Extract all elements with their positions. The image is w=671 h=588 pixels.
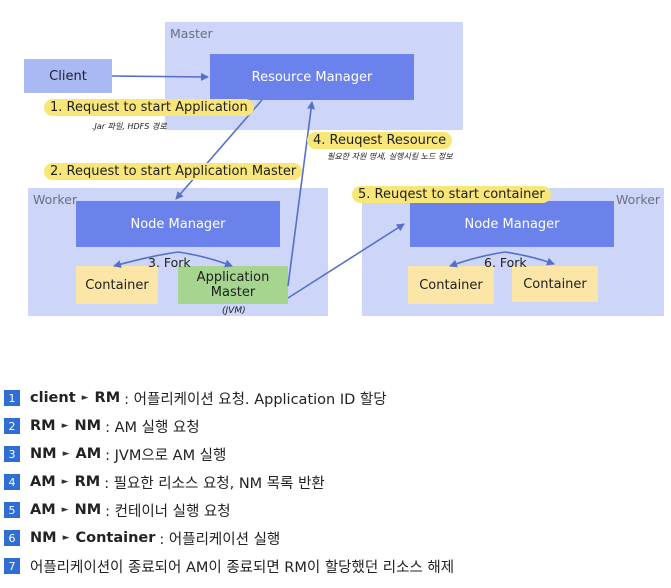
client-box: Client bbox=[24, 59, 112, 93]
legend-from: RM bbox=[30, 418, 56, 434]
legend-number: 7 bbox=[4, 558, 20, 574]
arrow-rm-to-nm bbox=[175, 99, 263, 200]
legend-to: RM bbox=[74, 474, 101, 490]
legend-to: NM bbox=[74, 418, 102, 434]
legend-desc: : 컨테이너 실행 요청 bbox=[105, 503, 231, 520]
arrow-right-icon: ► bbox=[61, 505, 69, 515]
legend-desc: : AM 실행 요청 bbox=[105, 419, 200, 436]
legend-to: NM bbox=[74, 502, 102, 518]
node-manager-left-box: Node Manager bbox=[76, 201, 280, 247]
legend-to: RM bbox=[94, 390, 121, 406]
arrow-am-to-nm-right bbox=[287, 223, 405, 299]
legend-number: 3 bbox=[4, 446, 20, 462]
arrow-client-to-rm bbox=[111, 72, 209, 81]
node-manager-right-box: Node Manager bbox=[410, 201, 614, 247]
legend-number: 1 bbox=[4, 390, 20, 406]
step-1-note: .Jar 파일, HDFS 경로 bbox=[92, 122, 167, 131]
arrow-right-icon: ► bbox=[61, 421, 69, 431]
step-6-label: 6. Fork bbox=[484, 255, 527, 270]
legend-to: Container bbox=[75, 530, 156, 546]
step-4-label: 4. Reuqest Resource bbox=[307, 132, 453, 149]
step-4-note: 필요한 자원 명세, 실행시킬 노드 정보 bbox=[327, 152, 453, 161]
legend-row: 2 RM ► NM : AM 실행 요청 bbox=[4, 412, 664, 440]
legend-desc: : 어플리케이션 요청. Application ID 할당 bbox=[124, 391, 387, 408]
am-label-line1: Application bbox=[196, 270, 270, 285]
arrow-right-icon: ► bbox=[62, 533, 70, 543]
application-master-box: Application Master bbox=[178, 266, 288, 304]
worker-left-label: Worker bbox=[33, 192, 78, 207]
arrow-fork-right-2 bbox=[504, 251, 555, 266]
worker-right-label: Worker bbox=[616, 192, 661, 207]
legend-desc: : JVM으로 AM 실행 bbox=[105, 447, 227, 464]
legend-row: 3 NM ► AM : JVM으로 AM 실행 bbox=[4, 440, 664, 468]
arrow-fork-right-1 bbox=[449, 251, 506, 268]
legend-from: NM bbox=[30, 446, 57, 462]
container-right-2-box: Container bbox=[512, 266, 598, 302]
step-5-label: 5. Reuqest to start container bbox=[352, 186, 551, 203]
legend-to: AM bbox=[75, 446, 102, 462]
legend-row: 5 AM ► NM : 컨테이너 실행 요청 bbox=[4, 496, 664, 524]
arrow-right-icon: ► bbox=[61, 477, 69, 487]
legend-row: 1 client ► RM : 어플리케이션 요청. Application I… bbox=[4, 384, 664, 412]
step-2-label: 2. Request to start Application Master bbox=[44, 163, 303, 180]
arrow-right-icon: ► bbox=[62, 449, 70, 459]
legend-number: 2 bbox=[4, 418, 20, 434]
legend-number: 5 bbox=[4, 502, 20, 518]
arrows-layer bbox=[111, 72, 555, 299]
legend-row: 7 어플리케이션이 종료되어 AM이 종료되면 RM이 할당했던 리소스 해제 bbox=[4, 552, 664, 580]
legend-number: 6 bbox=[4, 530, 20, 546]
step-1-label: 1. Request to start Application bbox=[44, 99, 254, 116]
legend-from: AM bbox=[30, 474, 56, 490]
resource-manager-box: Resource Manager bbox=[210, 54, 414, 100]
legend-from: AM bbox=[30, 502, 56, 518]
container-left-box: Container bbox=[76, 266, 158, 304]
am-label-line2: Master bbox=[210, 285, 256, 300]
legend-row: 4 AM ► RM : 필요한 리소스 요청, NM 목록 반환 bbox=[4, 468, 664, 496]
arrow-right-icon: ► bbox=[81, 393, 89, 403]
master-label: Master bbox=[170, 26, 213, 41]
container-right-1-box: Container bbox=[408, 266, 494, 304]
legend-list: 1 client ► RM : 어플리케이션 요청. Application I… bbox=[4, 384, 664, 580]
legend-desc: : 어플리케이션 실행 bbox=[159, 531, 281, 548]
legend-from: NM bbox=[30, 530, 57, 546]
legend-desc: 어플리케이션이 종료되어 AM이 종료되면 RM이 할당했던 리소스 해제 bbox=[30, 559, 455, 576]
legend-desc: : 필요한 리소스 요청, NM 목록 반환 bbox=[104, 475, 325, 492]
legend-number: 4 bbox=[4, 474, 20, 490]
arrow-fork-left-1 bbox=[113, 251, 179, 268]
step-3-label: 3. Fork bbox=[148, 255, 191, 270]
arrow-fork-left-2 bbox=[177, 251, 233, 268]
arrow-am-to-rm bbox=[287, 101, 316, 287]
legend-from: client bbox=[30, 390, 76, 406]
jvm-note: (JVM) bbox=[222, 306, 246, 316]
legend-row: 6 NM ► Container : 어플리케이션 실행 bbox=[4, 524, 664, 552]
